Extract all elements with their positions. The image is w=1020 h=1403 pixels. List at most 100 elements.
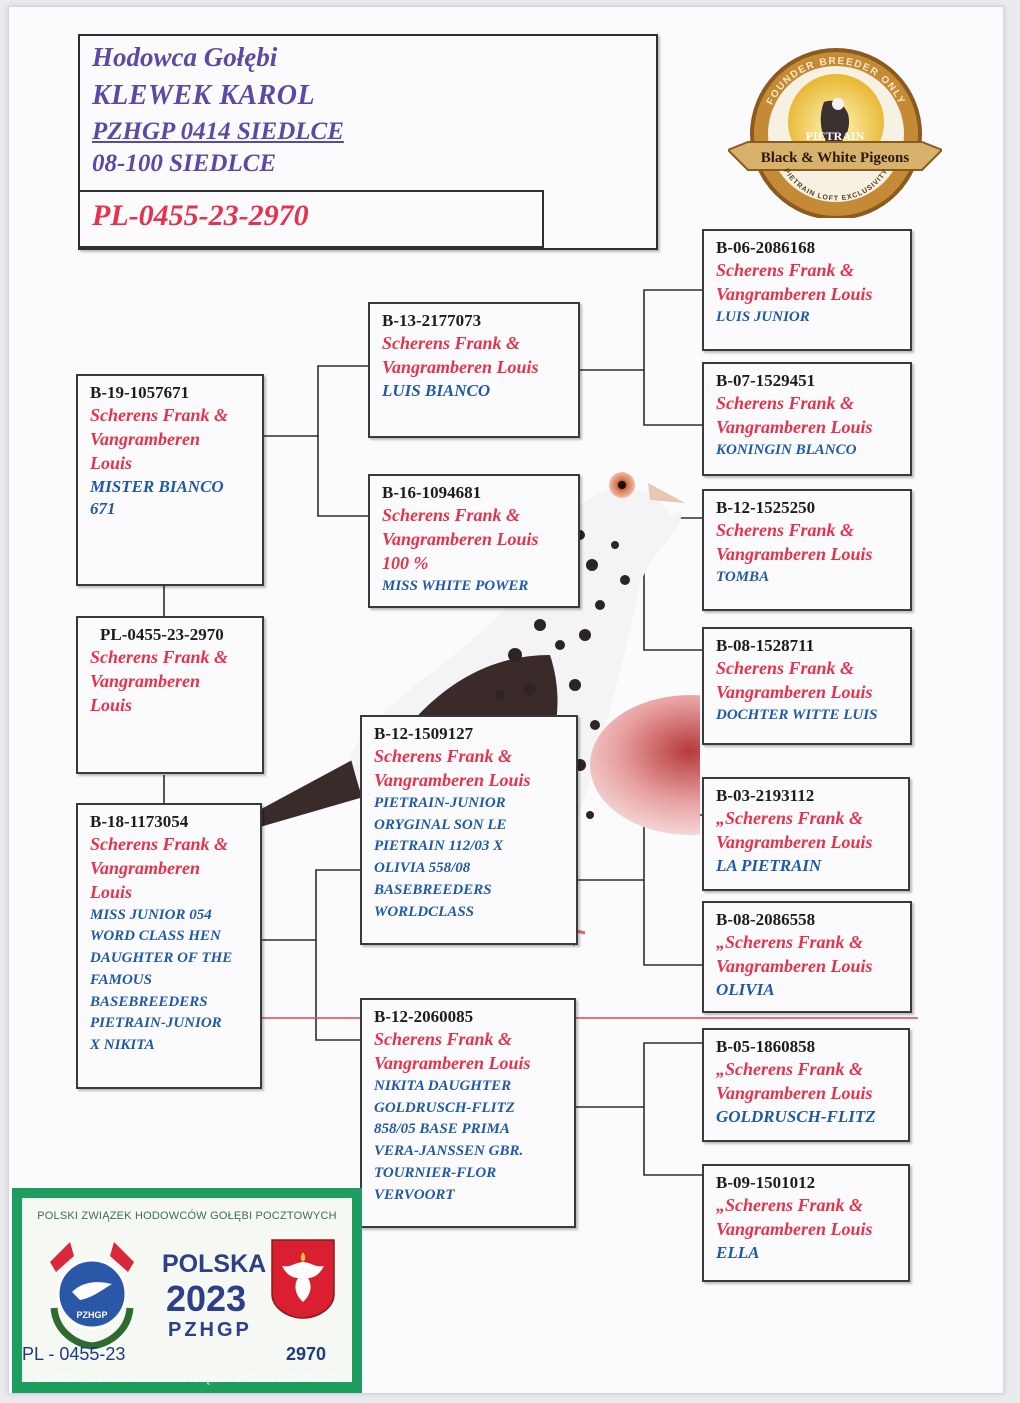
card-number: 2970 — [286, 1344, 327, 1364]
ggp-breeder-2: Vangramberen Louis — [716, 417, 873, 438]
fm-ring: B-16-1094681 — [382, 483, 482, 502]
mother-note: WORD CLASS HEN — [90, 928, 221, 945]
ggp-name: LA PIETRAIN — [716, 855, 822, 875]
ggp-breeder-1: „Scherens Frank & — [716, 808, 864, 829]
ggp-card[interactable]: B-06-2086168 Scherens Frank & Vangramber… — [702, 229, 912, 351]
ggp-ring: B-09-1501012 — [716, 1173, 816, 1192]
mf-card[interactable]: B-12-1509127 Scherens Frank & Vangramber… — [360, 715, 578, 945]
mf-note: PIETRAIN-JUNIOR — [374, 794, 506, 811]
logo-banner-main: Black & White Pigeons — [761, 150, 910, 166]
mm-card[interactable]: B-12-2060085 Scherens Frank & Vangramber… — [360, 998, 576, 1228]
ggp-ring: B-08-1528711 — [716, 636, 815, 655]
ggp-card[interactable]: B-12-1525250 Scherens Frank & Vangramber… — [702, 489, 912, 611]
ggp-breeder-2: Vangramberen Louis — [716, 1219, 873, 1240]
card-footer: KARTA WŁASNOŚCI GOŁĘBIA POCZTOWEGO — [35, 1370, 339, 1385]
ggp-card[interactable]: B-08-2086558 „Scherens Frank & Vangrambe… — [702, 901, 912, 1013]
ggp-ring: B-07-1529451 — [716, 371, 816, 390]
mother-note: X NIKITA — [90, 1037, 155, 1054]
pigeon-ring-header: PL-0455-23-2970 — [78, 190, 544, 248]
ggp-breeder-1: „Scherens Frank & — [716, 1059, 864, 1080]
breeder-club: PZHGP 0414 SIEDLCE — [92, 118, 344, 145]
fm-extra: 100 % — [382, 552, 429, 573]
ff-name: LUIS BIANCO — [382, 380, 491, 400]
father-breeder-1: Scherens Frank & — [90, 405, 229, 426]
ggp-card[interactable]: B-07-1529451 Scherens Frank & Vangramber… — [702, 362, 912, 476]
ggp-breeder-2: Vangramberen Louis — [716, 284, 873, 305]
mm-note: GOLDRUSCH-FLITZ — [374, 1099, 515, 1116]
card-heading: POLSKI ZWIĄZEK HODOWCÓW GOŁĘBI POCZTOWYC… — [37, 1210, 337, 1222]
ggp-breeder-2: Vangramberen Louis — [716, 832, 873, 853]
subject-breeder-3: Louis — [90, 694, 133, 715]
ggp-breeder-2: Vangramberen Louis — [716, 956, 873, 977]
ggp-name: KONINGIN BLANCO — [716, 441, 857, 458]
mm-note: NIKITA DAUGHTER — [374, 1077, 512, 1094]
mother-breeder-3: Louis — [90, 881, 133, 902]
ff-card[interactable]: B-13-2177073 Scherens Frank & Vangramber… — [368, 302, 580, 438]
ggp-name: OLIVIA — [716, 979, 775, 999]
card-year: 2023 — [166, 1278, 247, 1319]
mother-note: BASEBREEDERS — [90, 993, 208, 1010]
mf-ring: B-12-1509127 — [374, 724, 474, 743]
ggp-breeder-1: „Scherens Frank & — [716, 932, 864, 953]
mf-breeder-1: Scherens Frank & — [374, 746, 513, 767]
breeder-title: Hodowca Gołębi — [92, 42, 278, 72]
father-card[interactable]: B-19-1057671 Scherens Frank & Vangramber… — [76, 374, 264, 586]
pietrain-logo: FOUNDER BREEDER ONLY PIETRAIN Black & Wh… — [728, 48, 942, 218]
ggp-name: LUIS JUNIOR — [716, 308, 810, 325]
polish-eagle-icon — [271, 1239, 335, 1319]
subject-breeder-2: Vangramberen — [90, 671, 201, 692]
ggp-card[interactable]: B-03-2193112 „Scherens Frank & Vangrambe… — [702, 777, 910, 891]
mother-card[interactable]: B-18-1173054 Scherens Frank & Vangramber… — [76, 803, 262, 1089]
mm-ring: B-12-2060085 — [374, 1007, 474, 1026]
breeder-name: KLEWEK KAROL — [92, 80, 316, 111]
mf-note: OLIVIA 558/08 — [374, 860, 471, 877]
father-name-1: MISTER BIANCO — [90, 476, 224, 496]
ggp-breeder-1: Scherens Frank & — [716, 658, 855, 679]
mother-breeder-2: Vangramberen — [90, 858, 201, 879]
pigeon-ring-number: PL-0455-23-2970 — [92, 199, 309, 232]
subject-ring: PL-0455-23-2970 — [100, 625, 224, 644]
ff-breeder-1: Scherens Frank & — [382, 333, 521, 354]
mother-note: PIETRAIN-JUNIOR — [90, 1015, 222, 1032]
ownership-card: POLSKI ZWIĄZEK HODOWCÓW GOŁĘBI POCZTOWYC… — [12, 1188, 362, 1393]
mf-note: WORLDCLASS — [374, 903, 475, 920]
fm-card[interactable]: B-16-1094681 Scherens Frank & Vangramber… — [368, 474, 580, 608]
father-ring: B-19-1057671 — [90, 383, 190, 402]
subject-breeder-1: Scherens Frank & — [90, 647, 229, 668]
ggp-card[interactable]: B-09-1501012 „Scherens Frank & Vangrambe… — [702, 1164, 910, 1282]
mother-note: FAMOUS — [90, 971, 152, 988]
pzhgp-emblem-icon: PZHGP — [50, 1242, 134, 1350]
card-ring-strip — [22, 1356, 352, 1382]
mother-note: MISS JUNIOR 054 — [90, 906, 212, 923]
mf-note: BASEBREEDERS — [374, 881, 492, 898]
ggp-breeder-1: Scherens Frank & — [716, 393, 855, 414]
ggp-name: ELLA — [716, 1242, 760, 1262]
mother-note: DAUGHTER OF THE — [90, 950, 233, 967]
ggp-card[interactable]: B-05-1860858 „Scherens Frank & Vangrambe… — [702, 1028, 910, 1142]
father-breeder-2: Vangramberen — [90, 429, 201, 450]
ggp-ring: B-05-1860858 — [716, 1037, 816, 1056]
card-ring: PL - 0455-23 — [22, 1344, 126, 1364]
ggp-breeder-1: Scherens Frank & — [716, 520, 855, 541]
ggp-name: GOLDRUSCH-FLITZ — [716, 1106, 876, 1126]
ggp-breeder-1: „Scherens Frank & — [716, 1195, 864, 1216]
ggp-breeder-2: Vangramberen Louis — [716, 682, 873, 703]
ggp-breeder-2: Vangramberen Louis — [716, 1083, 873, 1104]
ggp-name: DOCHTER WITTE LUIS — [716, 706, 878, 723]
fm-breeder-2: Vangramberen Louis — [382, 529, 539, 550]
subject-card[interactable]: PL-0455-23-2970 Scherens Frank & Vangram… — [76, 616, 264, 774]
father-name-2: 671 — [90, 499, 116, 519]
logo-banner-top: PIETRAIN — [806, 129, 865, 143]
mm-note: VERA-JANSSEN GBR. — [374, 1143, 524, 1160]
ggp-ring: B-12-1525250 — [716, 498, 816, 517]
emblem-text: PZHGP — [76, 1310, 107, 1320]
ggp-ring: B-03-2193112 — [716, 786, 815, 805]
mf-note: ORYGINAL SON LE — [374, 816, 507, 833]
ggp-card[interactable]: B-08-1528711 Scherens Frank & Vangramber… — [702, 627, 912, 745]
mother-breeder-1: Scherens Frank & — [90, 834, 229, 855]
card-country: POLSKA — [162, 1250, 267, 1278]
fm-name: MISS WHITE POWER — [382, 577, 529, 594]
mf-note: PIETRAIN 112/03 X — [374, 838, 504, 855]
ggp-ring: B-06-2086168 — [716, 238, 816, 257]
card-org: PZHGP — [168, 1319, 252, 1341]
